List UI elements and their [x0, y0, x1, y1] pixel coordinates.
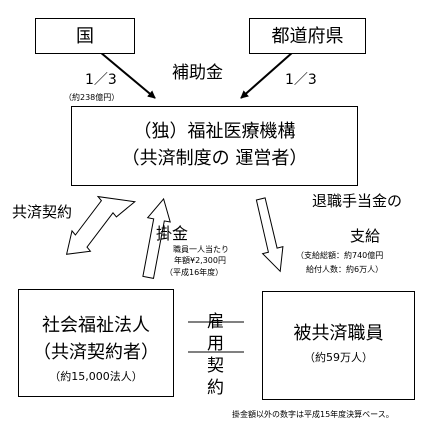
kuni-box: 国: [35, 18, 135, 54]
todofuken-box: 都道府県: [249, 18, 366, 54]
share-left-label: 1／3: [85, 72, 117, 88]
kuni-label: 国: [76, 26, 94, 47]
todofuken-label: 都道府県: [271, 26, 344, 47]
kyufu-count: 給付人数：約6万人）: [306, 265, 384, 274]
kyosai-keiyaku-double-arrow: [65, 195, 136, 255]
houjin-sub: （約15,000法人）: [49, 370, 143, 383]
koyou-char-1: 雇: [207, 312, 224, 332]
houjin-line2: （共済契約者）: [33, 342, 159, 363]
kakekin-detail-1: 職員一人当たり: [173, 245, 229, 254]
taishoku-label-1: 退職手当金の: [312, 192, 403, 210]
shokuin-box: [262, 291, 415, 400]
kikou-line2: （共済制度の 運営者）: [121, 148, 308, 169]
koyou-char-2: 用: [207, 334, 224, 354]
footnote: 掛金額以外の数字は平成15年度決算ベース。: [232, 410, 394, 419]
houjin-box: [18, 289, 174, 397]
kyosai-keiyaku-label: 共済契約: [12, 203, 73, 221]
share-right-label: 1／3: [285, 72, 317, 88]
hojokin-label: 補助金: [172, 63, 223, 83]
taishoku-label-2: 支給: [350, 227, 381, 245]
kakekin-arrow: [142, 197, 171, 279]
koyou-char-4: 約: [207, 378, 224, 398]
kuni-subsidy-arrow: [99, 51, 156, 99]
shokuin-sub: （約59万人）: [304, 351, 373, 364]
todofuken-subsidy-arrow: [240, 51, 294, 99]
kikou-box: [71, 106, 358, 186]
shokuin-line1: 被共済職員: [293, 323, 384, 344]
taishoku-arrow: [255, 197, 284, 273]
kakekin-detail-2: 年額¥2,300円: [174, 256, 226, 265]
kakekin-detail-3: （平成16年度）: [165, 268, 224, 277]
left-amount-label: （約238億円）: [64, 93, 120, 102]
kakekin-label: 掛金: [156, 224, 189, 243]
koyou-char-3: 契: [207, 356, 224, 376]
shikyu-amount: （支給総額：約740億円: [296, 251, 384, 260]
houjin-line1: 社会福祉法人: [42, 315, 150, 336]
kikou-line1: （独）福祉医療機構: [133, 121, 296, 142]
